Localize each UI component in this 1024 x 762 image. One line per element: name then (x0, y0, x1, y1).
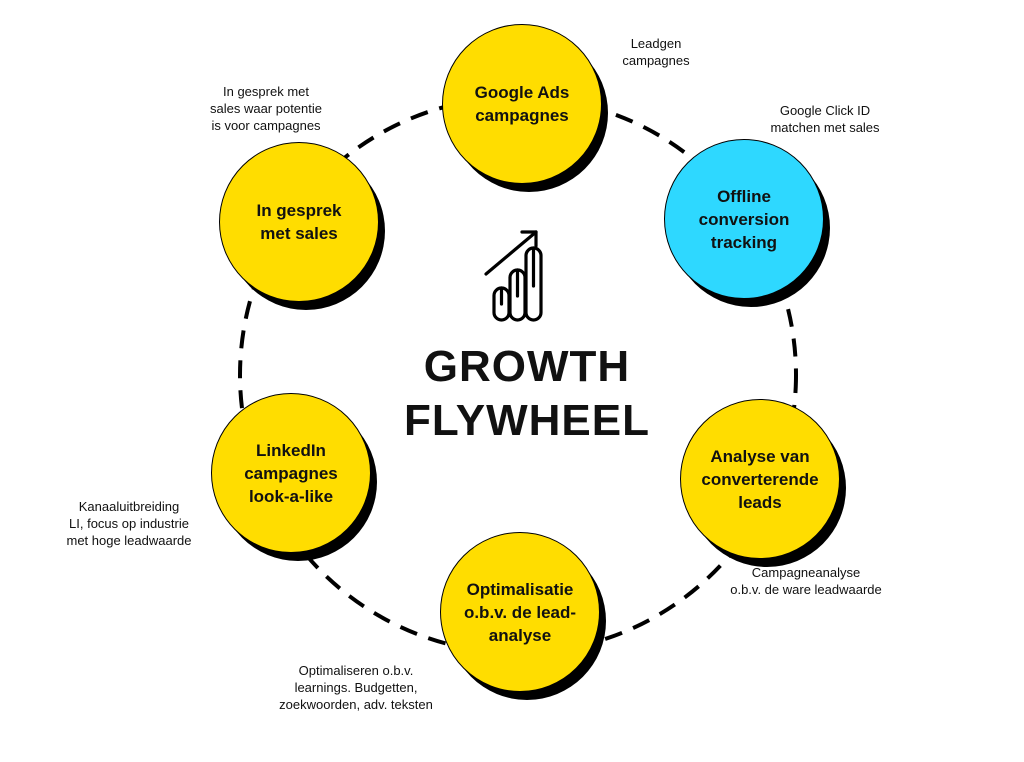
step-label: Optimalisatie o.b.v. de lead- analyse (463, 579, 577, 645)
step-optimalisatie[interactable]: Optimalisatie o.b.v. de lead- analyse (440, 532, 606, 700)
flywheel-title: GROWTH FLYWHEEL (404, 342, 650, 445)
step-circle: Optimalisatie o.b.v. de lead- analyse (440, 532, 600, 692)
note-linkedin: Kanaaluitbreiding LI, focus op industrie… (66, 499, 192, 548)
note-google-ads: Leadgen campagnes (622, 36, 690, 68)
step-in-gesprek-met-sales[interactable]: In gesprek met sales (219, 142, 385, 310)
note-offline-conversion: Google Click ID matchen met sales (770, 103, 880, 135)
step-circle: Analyse van converterende leads (680, 399, 840, 559)
step-circle: LinkedIn campagnes look-a-like (211, 393, 371, 553)
step-label: LinkedIn campagnes look-a-like (244, 440, 338, 506)
step-google-ads[interactable]: Google Ads campagnes (442, 24, 608, 192)
step-offline-conversion-tracking[interactable]: Offline conversion tracking (664, 139, 830, 307)
step-label: Offline conversion tracking (698, 186, 790, 252)
step-linkedin-campagnes[interactable]: LinkedIn campagnes look-a-like (211, 393, 377, 561)
note-analyse-leads: Campagneanalyse o.b.v. de ware leadwaard… (730, 565, 882, 597)
step-label: In gesprek met sales (256, 201, 342, 243)
note-optimalisatie: Optimaliseren o.b.v. learnings. Budgette… (279, 663, 433, 712)
step-circle: In gesprek met sales (219, 142, 379, 302)
step-circle: Google Ads campagnes (442, 24, 602, 184)
step-label: Google Ads campagnes (474, 83, 570, 125)
growth-chart-icon (484, 230, 543, 322)
step-analyse-leads[interactable]: Analyse van converterende leads (680, 399, 846, 567)
note-in-gesprek: In gesprek met sales waar potentie is vo… (209, 84, 322, 133)
step-circle: Offline conversion tracking (664, 139, 824, 299)
step-label: Analyse van converterende leads (701, 446, 819, 512)
